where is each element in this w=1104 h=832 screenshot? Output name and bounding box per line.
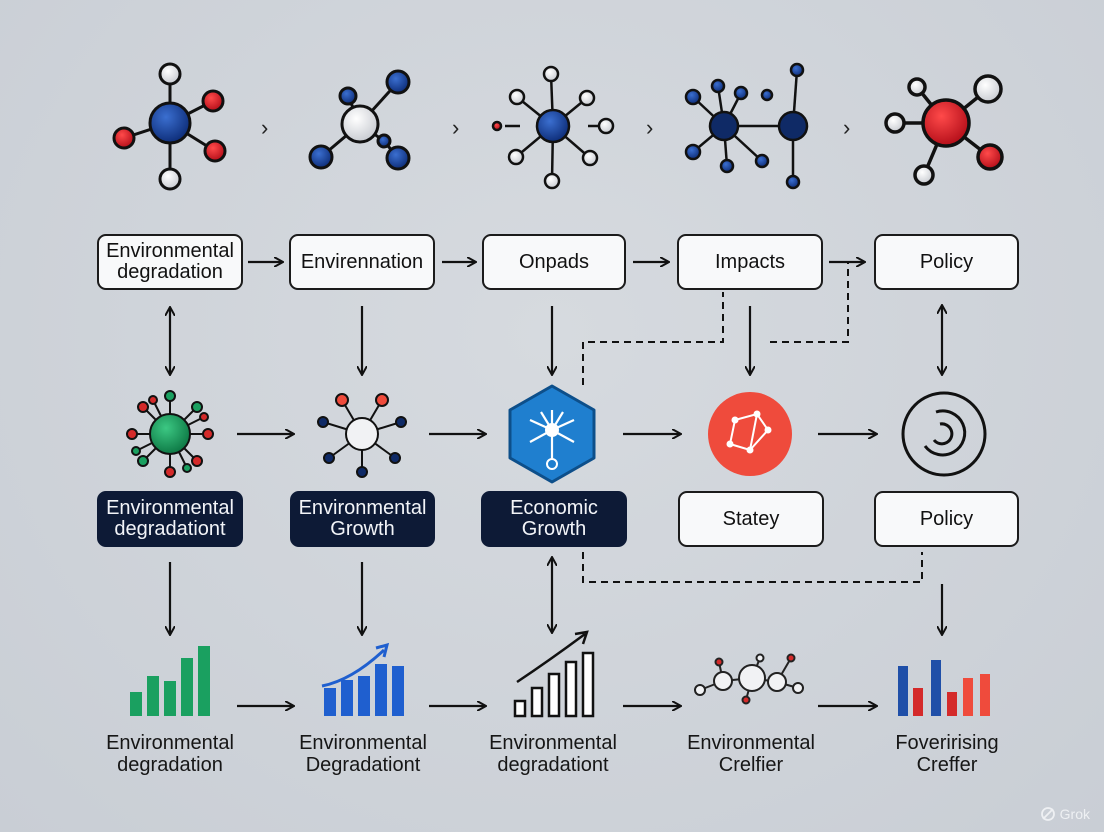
top-box-5-label: Policy xyxy=(919,250,974,273)
chevron-right-icon: › xyxy=(261,115,268,140)
molecule-icon xyxy=(884,74,1004,186)
top-box-4-label: Impacts xyxy=(714,250,786,273)
top-box-2-label: Envirennation xyxy=(300,250,424,273)
middle-box-5-label: Policy xyxy=(919,507,974,530)
top-box-4: Impacts xyxy=(677,234,823,290)
middle-box-4-label: Statey xyxy=(722,507,780,530)
middle-box-2-label: Environmental Growth xyxy=(298,497,427,540)
molecule-icon xyxy=(491,65,615,190)
bottom-caption-3: Environmental degradationt xyxy=(489,732,617,776)
connector-arrows xyxy=(170,262,942,706)
middle-box-1-label: Environmental degradationt xyxy=(106,497,234,540)
grok-logo-icon xyxy=(1040,807,1055,821)
molecule-network-icon xyxy=(684,62,809,190)
watermark-text: Grok xyxy=(1059,806,1090,822)
growth-bar-chart-icon xyxy=(513,630,595,718)
hexagon-hub-icon xyxy=(508,384,596,484)
bottom-caption-1: Environmental degradation xyxy=(106,732,234,776)
top-box-1-label: Environmental degradation xyxy=(106,240,234,283)
middle-box-3-label: Economic Growth xyxy=(510,497,598,540)
red-circle-network-icon xyxy=(708,392,792,476)
top-box-2: Envirennation xyxy=(289,234,435,290)
middle-box-3: Economic Growth xyxy=(481,491,627,547)
molecule-icon xyxy=(112,62,227,191)
spiral-ring-icon xyxy=(901,391,987,477)
chevron-right-icon: › xyxy=(843,115,850,140)
chevron-right-icon: › xyxy=(452,115,459,140)
middle-box-4: Statey xyxy=(678,491,824,547)
top-box-3-label: Onpads xyxy=(518,250,590,273)
growth-bar-chart-icon xyxy=(321,642,404,716)
middle-box-5: Policy xyxy=(874,491,1019,547)
bar-chart-icon xyxy=(898,660,990,716)
top-box-1: Environmental degradation xyxy=(97,234,243,290)
molecule-icon xyxy=(308,69,411,171)
middle-box-1: Environmental degradationt xyxy=(97,491,243,547)
bar-chart-icon xyxy=(130,646,210,716)
chevron-right-icon: › xyxy=(646,115,653,140)
top-box-3: Onpads xyxy=(482,234,626,290)
middle-box-2: Environmental Growth xyxy=(290,491,435,547)
network-node-icon xyxy=(317,393,407,478)
bottom-caption-2: Environmental Degradationt xyxy=(299,732,427,776)
watermark: Grok xyxy=(1040,806,1090,822)
molecule-network-icon xyxy=(694,653,804,705)
virus-node-icon xyxy=(126,390,214,478)
bottom-caption-4: Environmental Crelfier xyxy=(687,732,815,776)
bottom-caption-5: Foverirising Creffer xyxy=(895,732,999,776)
top-box-5: Policy xyxy=(874,234,1019,290)
dashed-connectors xyxy=(582,262,923,583)
